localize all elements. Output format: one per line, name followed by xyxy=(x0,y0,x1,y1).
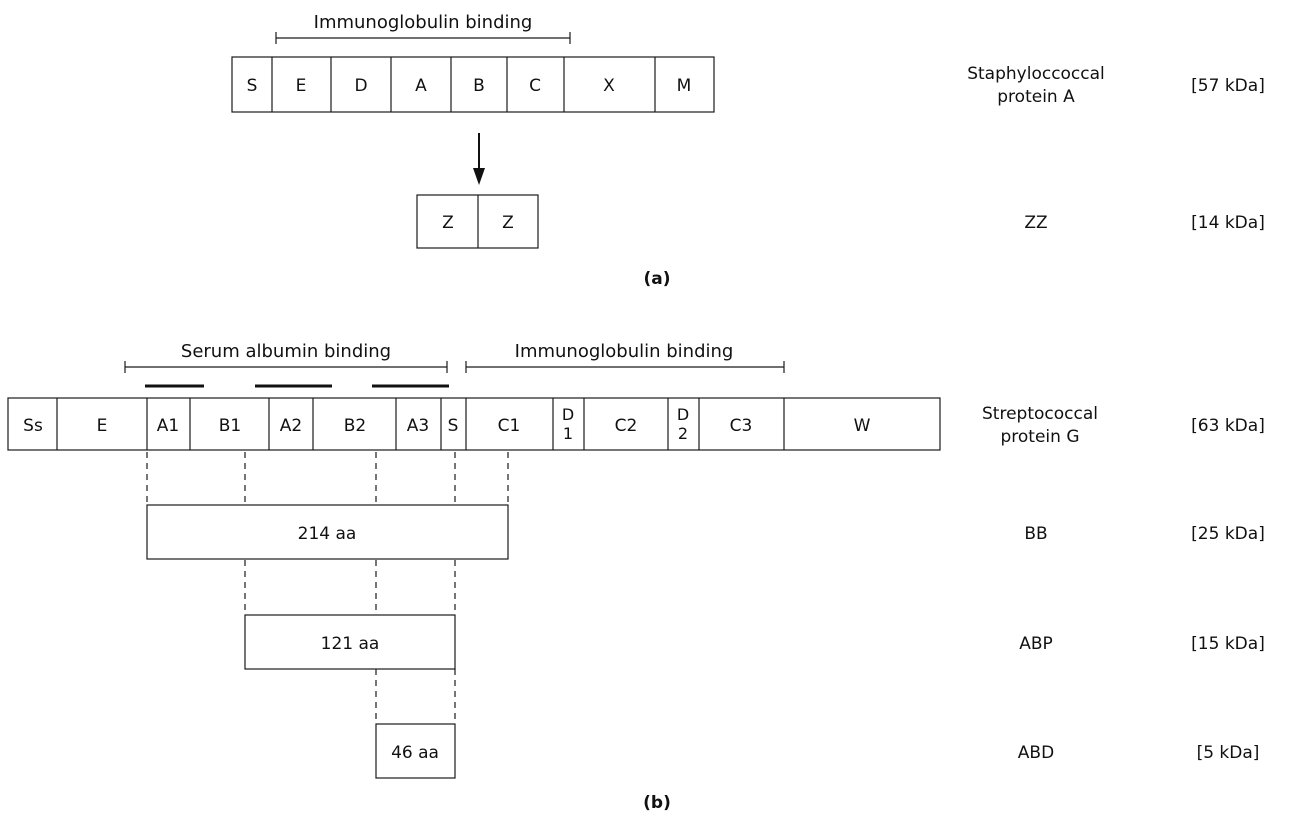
domain-a1: A1 xyxy=(157,416,179,436)
panel-b: Serum albumin binding Immunoglobulin bin… xyxy=(7,341,1265,813)
domain-b: B xyxy=(473,76,485,96)
domain-a2: A2 xyxy=(280,416,302,436)
domain-b2: B2 xyxy=(344,416,366,436)
domain-c1: C1 xyxy=(498,416,521,436)
zz-mass: [14 kDa] xyxy=(1191,213,1265,233)
fragment-abp-mass: [15 kDa] xyxy=(1191,634,1265,654)
domain-s-g: S xyxy=(448,416,459,436)
domain-b1: B1 xyxy=(219,416,241,436)
protein-g-name-line1: Streptococcal xyxy=(982,404,1098,424)
protein-a-name-line2: protein A xyxy=(997,87,1075,107)
domain-z-2: Z xyxy=(502,213,514,233)
protein-a-name-line1: Staphyloccoccal xyxy=(967,64,1105,84)
domain-e: E xyxy=(296,76,307,96)
zz-construct: Z Z xyxy=(416,194,539,249)
fragment-bb: 214 aa xyxy=(146,504,509,560)
fragment-abp-name: ABP xyxy=(1019,634,1053,654)
domain-s: S xyxy=(247,76,258,96)
domain-c3: C3 xyxy=(730,416,753,436)
zz-name: ZZ xyxy=(1024,213,1047,233)
immunoglobulin-bracket-b: Immunoglobulin binding xyxy=(465,341,785,373)
fragment-bb-name: BB xyxy=(1024,524,1047,544)
protein-a-mass: [57 kDa] xyxy=(1191,76,1265,96)
down-arrow-icon xyxy=(473,133,485,185)
fragment-abp: 121 aa xyxy=(244,614,456,670)
immunoglobulin-binding-label-b: Immunoglobulin binding xyxy=(515,341,734,362)
fragment-abd-mass: [5 kDa] xyxy=(1197,743,1260,763)
domain-z-1: Z xyxy=(442,213,454,233)
domain-e-g: E xyxy=(97,416,108,436)
immunoglobulin-bracket-a: Immunoglobulin binding xyxy=(275,12,571,44)
immunoglobulin-binding-label-a: Immunoglobulin binding xyxy=(314,12,533,33)
fragment-abd-name: ABD xyxy=(1018,743,1054,763)
protein-a-domain-row: S E D A B C X M xyxy=(231,56,715,113)
fragment-bb-length: 214 aa xyxy=(298,524,357,544)
protein-g-name-line2: protein G xyxy=(1000,427,1079,447)
fragment-bb-mass: [25 kDa] xyxy=(1191,524,1265,544)
domain-a: A xyxy=(415,76,427,96)
domain-c2: C2 xyxy=(615,416,638,436)
panel-a-label: (a) xyxy=(643,269,670,289)
domain-c: C xyxy=(529,76,541,96)
domain-d: D xyxy=(354,76,367,96)
domain-a3: A3 xyxy=(407,416,429,436)
domain-x: X xyxy=(603,76,615,96)
serum-albumin-binding-label: Serum albumin binding xyxy=(181,341,391,362)
fragment-abd: 46 aa xyxy=(375,723,456,779)
fragment-abd-length: 46 aa xyxy=(391,743,439,763)
domain-m: M xyxy=(677,76,692,96)
dashed-guides xyxy=(146,452,509,724)
fragment-abp-length: 121 aa xyxy=(321,634,380,654)
domain-ss: Ss xyxy=(23,416,43,436)
serum-albumin-bracket: Serum albumin binding xyxy=(124,341,448,373)
protein-g-mass: [63 kDa] xyxy=(1191,416,1265,436)
panel-b-label: (b) xyxy=(643,793,671,813)
domain-w: W xyxy=(854,416,871,436)
panel-a: Immunoglobulin binding S E D A B C X M xyxy=(231,12,1265,289)
